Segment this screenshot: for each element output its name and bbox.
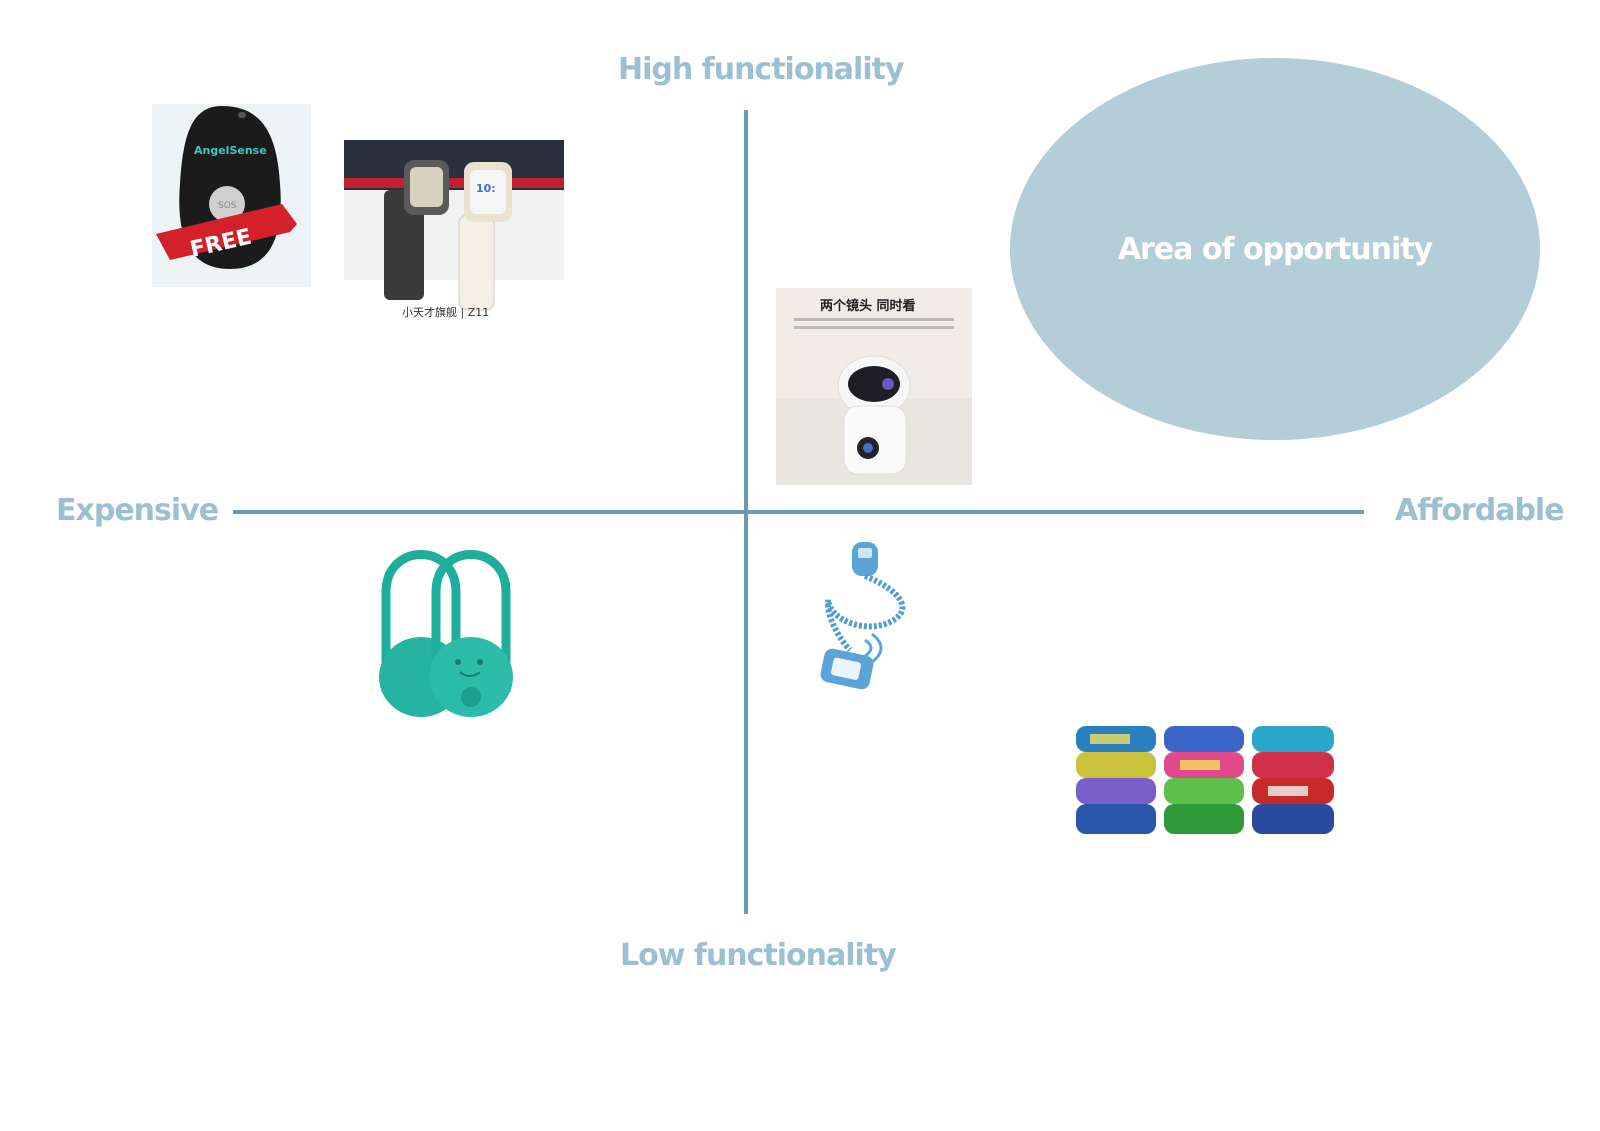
angelsense-brand: AngelSense: [194, 144, 267, 157]
opportunity-ellipse: Area of opportunity: [1010, 58, 1540, 440]
axis-label-high-functionality: High functionality: [618, 52, 905, 87]
axis-label-low-functionality: Low functionality: [620, 938, 897, 973]
axis-label-expensive: Expensive: [56, 493, 219, 528]
camera-headline: 两个镜头 同时看: [820, 298, 916, 314]
watch-caption: 小天才旗舰 | Z11: [402, 306, 490, 319]
opportunity-label: Area of opportunity: [1117, 231, 1433, 267]
horizontal-axis: [233, 510, 1364, 514]
safety-tether-image: [820, 540, 930, 700]
kids-smartwatch-image: 10: 小天才旗舰 | Z11: [344, 140, 564, 330]
axis-label-affordable: Affordable: [1395, 493, 1565, 528]
dual-lens-camera-image: 两个镜头 同时看: [776, 288, 972, 485]
sos-button-label: SOS: [218, 201, 237, 211]
watch-screen-time: 10:: [476, 182, 496, 195]
medical-id-wristbands-image: [1076, 724, 1336, 839]
kids-device-holder-image: [376, 542, 536, 722]
angelsense-tracker-image: AngelSense SOS FREE: [152, 104, 311, 287]
